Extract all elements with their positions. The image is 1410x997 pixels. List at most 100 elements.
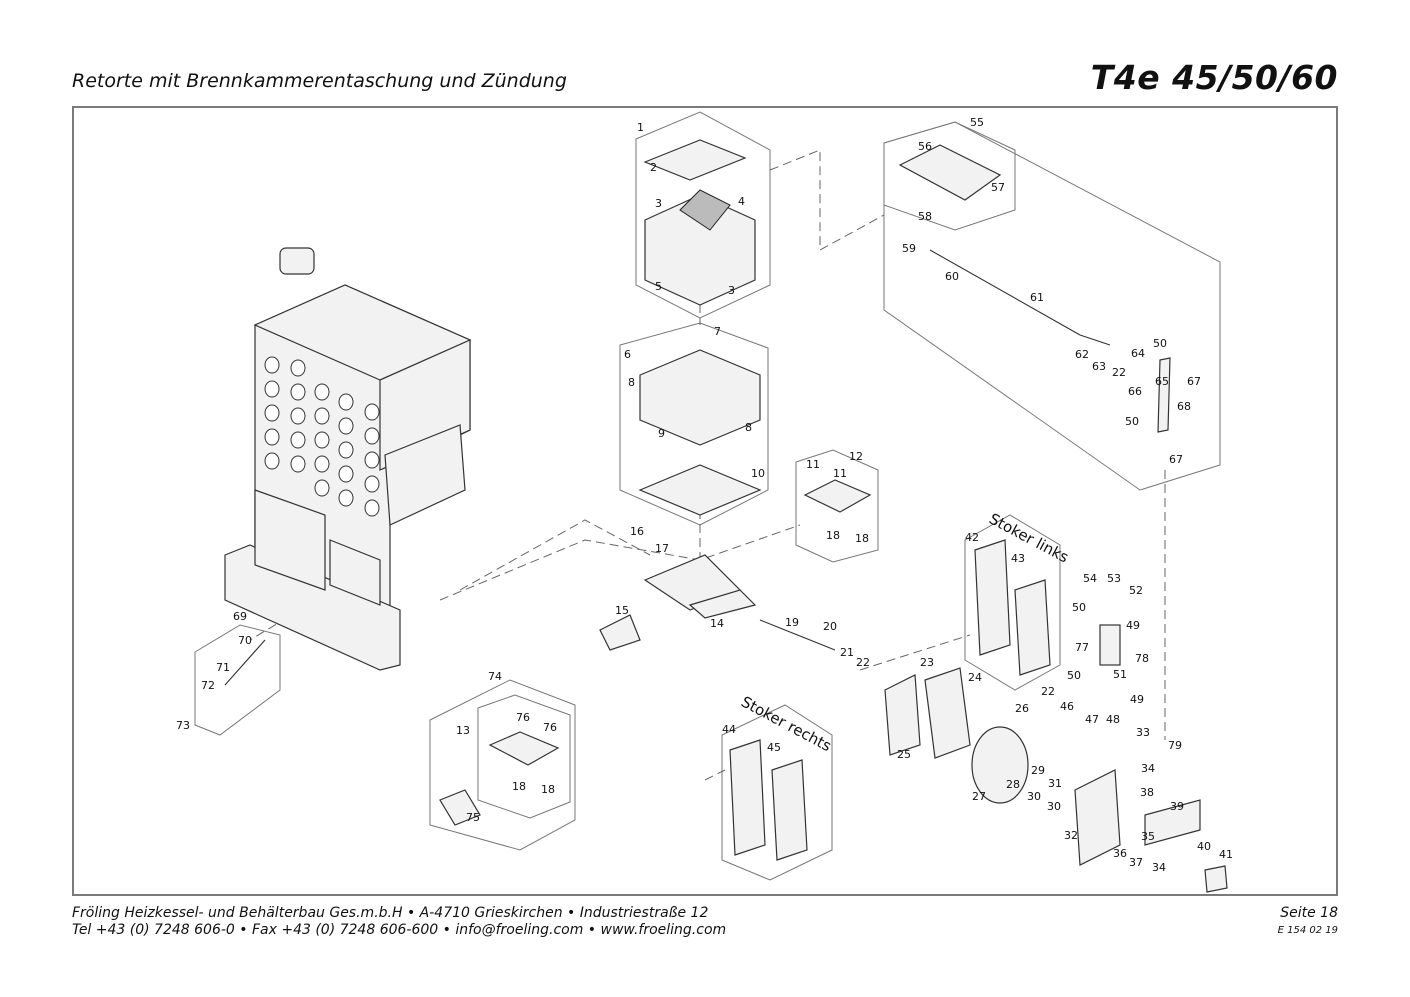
part-label: 44 [722,723,736,736]
part-label: 3 [655,197,662,210]
part-label: 39 [1170,800,1184,813]
part-label: 54 [1083,572,1097,585]
part-label: 12 [849,450,863,463]
part-label: 45 [767,741,781,754]
part-label: 14 [710,617,724,630]
boiler-hole [264,428,280,446]
part-label: 75 [466,811,480,824]
part-label: 22 [1112,366,1126,379]
grate-plates [224,639,560,826]
boiler-hole [314,431,330,449]
diagram-frame [72,106,1338,896]
part-label: 9 [658,427,665,440]
part-label: 30 [1047,800,1061,813]
part-label: 11 [833,467,847,480]
part-label: 2 [650,161,657,174]
part-label: 5 [655,280,662,293]
boiler-hole [338,489,354,507]
part-label: 1 [637,121,644,134]
part-number-labels: 1 2 3 4 5 3 6 7 8 8 9 10 11 11 12 18 18 … [176,116,1233,874]
part-label: 26 [1015,702,1029,715]
part-label: 15 [615,604,629,617]
part-label: 74 [488,670,502,683]
part-label: 67 [1169,453,1183,466]
part-label: 7 [714,325,721,338]
part-label: 51 [1113,668,1127,681]
part-label: 41 [1219,848,1233,861]
part-label: 79 [1168,739,1182,752]
part-label: 69 [233,610,247,623]
part-label: 50 [1067,669,1081,682]
part-label: 78 [1135,652,1149,665]
boiler-hole [364,427,380,445]
stoker-plates [729,539,1228,893]
part-label: 30 [1027,790,1041,803]
part-label: 58 [918,210,932,223]
part-label: 37 [1129,856,1143,869]
boiler-hole [290,407,306,425]
boiler-hole [290,431,306,449]
part-label: 64 [1131,347,1145,360]
part-label: 24 [968,671,982,684]
boiler-hole [338,441,354,459]
part-label: 56 [918,140,932,153]
part-label: 16 [630,525,644,538]
model-title: T4e 45/50/60 [1090,58,1338,97]
part-label: 23 [920,656,934,669]
part-label: 50 [1153,337,1167,350]
part-label: 18 [855,532,869,545]
part-label: 22 [856,656,870,669]
part-label: 34 [1152,861,1166,874]
part-label: 71 [216,661,230,674]
boiler-hole [264,380,280,398]
part-label: 10 [751,467,765,480]
part-label: 49 [1130,693,1144,706]
boiler-hole [338,465,354,483]
part-label: 47 [1085,713,1099,726]
boiler-hole [290,455,306,473]
part-label: 32 [1064,829,1078,842]
boiler-hole [264,356,280,374]
part-label: 57 [991,181,1005,194]
part-label: 67 [1187,375,1201,388]
part-label: 8 [628,376,635,389]
part-label: 38 [1140,786,1154,799]
part-label: 11 [806,458,820,471]
part-label: 36 [1113,847,1127,860]
part-label: 18 [541,783,555,796]
part-label: 60 [945,270,959,283]
part-label: 70 [238,634,252,647]
part-label: 62 [1075,348,1089,361]
part-label: 65 [1155,375,1169,388]
part-label: 18 [512,780,526,793]
part-label: 28 [1006,778,1020,791]
boiler-hole [314,407,330,425]
footer-page-number: Seite 18 [1280,905,1338,921]
part-label: 73 [176,719,190,732]
part-label: 76 [516,711,530,724]
boiler-hole [264,452,280,470]
part-label: 21 [840,646,854,659]
boiler-hole [290,383,306,401]
part-label: 68 [1177,400,1191,413]
part-label: 48 [1106,713,1120,726]
part-label: 34 [1141,762,1155,775]
part-label: 13 [456,724,470,737]
part-label: 27 [972,790,986,803]
boiler-hole [364,499,380,517]
part-label: 20 [823,620,837,633]
part-label: 17 [655,542,669,555]
part-label: 3 [728,284,735,297]
connection-lines [249,149,1166,781]
part-label: 50 [1072,601,1086,614]
part-label: 42 [965,531,979,544]
boiler-hole [364,451,380,469]
footer-doc-code: E 154 02 19 [1277,925,1338,936]
group-outlines [194,111,1221,881]
part-label: 53 [1107,572,1121,585]
part-label: 6 [624,348,631,361]
part-label: 50 [1125,415,1139,428]
retort-parts [599,139,872,651]
boiler-hole [264,404,280,422]
